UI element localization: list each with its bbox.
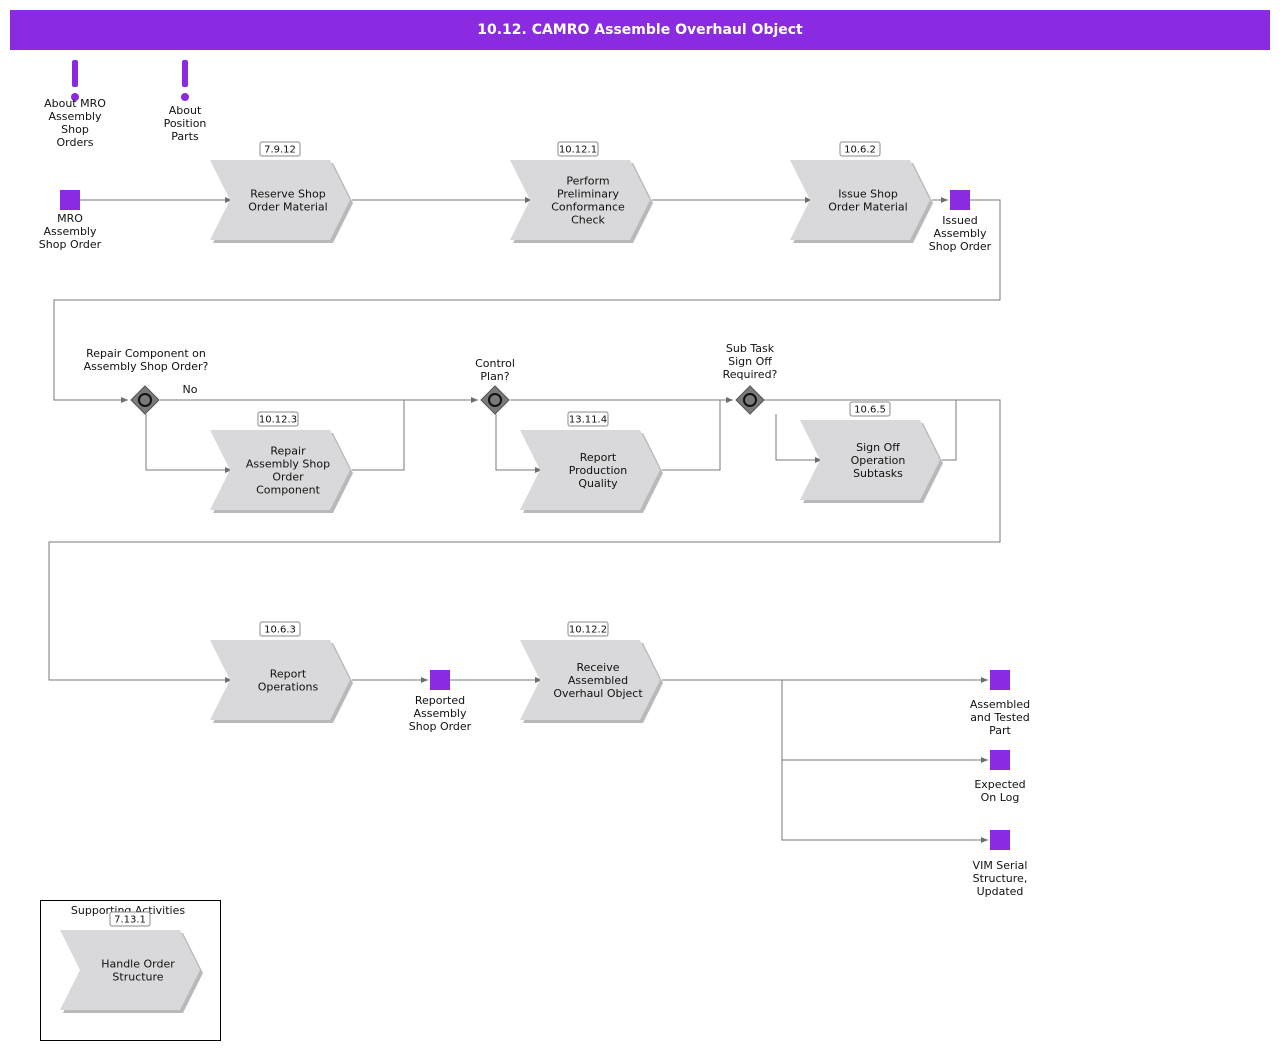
activity-shape	[800, 420, 940, 500]
activity-ref: 7.13.1	[114, 915, 146, 926]
activity-ref-badge[interactable]: 13.11.4	[567, 411, 609, 427]
activity-ref-badge[interactable]: 10.6.2	[839, 141, 881, 157]
activity-shape	[520, 430, 660, 510]
activity-ref: 10.6.3	[264, 625, 296, 636]
event-square	[990, 750, 1010, 770]
activity-ref: 10.12.1	[559, 145, 597, 156]
event-square	[950, 190, 970, 210]
exclamation-icon	[72, 60, 78, 87]
activity-ref-badge[interactable]: 7.9.12	[259, 141, 301, 157]
gateway-diamond	[130, 385, 160, 415]
activity-ref-badge[interactable]: 7.13.1	[109, 911, 151, 927]
activity-ref: 10.6.5	[854, 405, 886, 416]
activity-shape	[210, 160, 350, 240]
connector-row1-to-row2	[53, 199, 1001, 403]
gateway-or-icon	[488, 393, 502, 407]
connector-signoff-merge	[942, 400, 957, 461]
activity-shape	[210, 430, 350, 510]
event-square	[990, 830, 1010, 850]
connector-quality-merge	[662, 400, 721, 471]
exclamation-icon	[182, 60, 188, 87]
activity-ref: 10.12.3	[259, 415, 297, 426]
connector-to-quality	[495, 414, 542, 473]
connector-receive-to-log	[781, 680, 988, 763]
gateway-diamond	[480, 385, 510, 415]
connector-to-repair	[145, 414, 232, 473]
activity-shape	[510, 160, 650, 240]
exclamation-dot	[71, 93, 79, 101]
activity-ref-badge[interactable]: 10.6.3	[259, 621, 301, 637]
activity-ref-badge[interactable]: 10.12.2	[567, 621, 609, 637]
activity-shape	[520, 640, 660, 720]
activity-ref-badge[interactable]: 10.12.3	[257, 411, 299, 427]
event-square	[430, 670, 450, 690]
gateway-or-icon	[138, 393, 152, 407]
activity-ref: 10.12.2	[569, 625, 607, 636]
activity-ref-badge[interactable]: 10.12.1	[557, 141, 599, 157]
gateway-or-icon	[743, 393, 757, 407]
activity-shape	[210, 640, 350, 720]
activity-shape	[60, 930, 200, 1010]
diagram-title: 10.12. CAMRO Assemble Overhaul Object	[10, 10, 1270, 50]
event-square	[60, 190, 80, 210]
supporting-title: Supporting Activities	[71, 904, 185, 917]
event-square	[990, 670, 1010, 690]
activity-shape	[790, 160, 930, 240]
connector-receive-to-vim	[781, 760, 988, 843]
connector-repair-merge	[352, 400, 405, 471]
activity-ref-badge[interactable]: 10.6.5	[849, 401, 891, 417]
activity-ref: 13.11.4	[569, 415, 607, 426]
gateway-diamond	[735, 385, 765, 415]
gateway-branch-label: No	[183, 383, 198, 396]
activity-ref: 10.6.2	[844, 145, 876, 156]
connector-to-signoff	[775, 414, 822, 463]
connector-row2-to-row3	[48, 399, 1001, 683]
exclamation-dot	[181, 93, 189, 101]
activity-ref: 7.9.12	[264, 145, 296, 156]
